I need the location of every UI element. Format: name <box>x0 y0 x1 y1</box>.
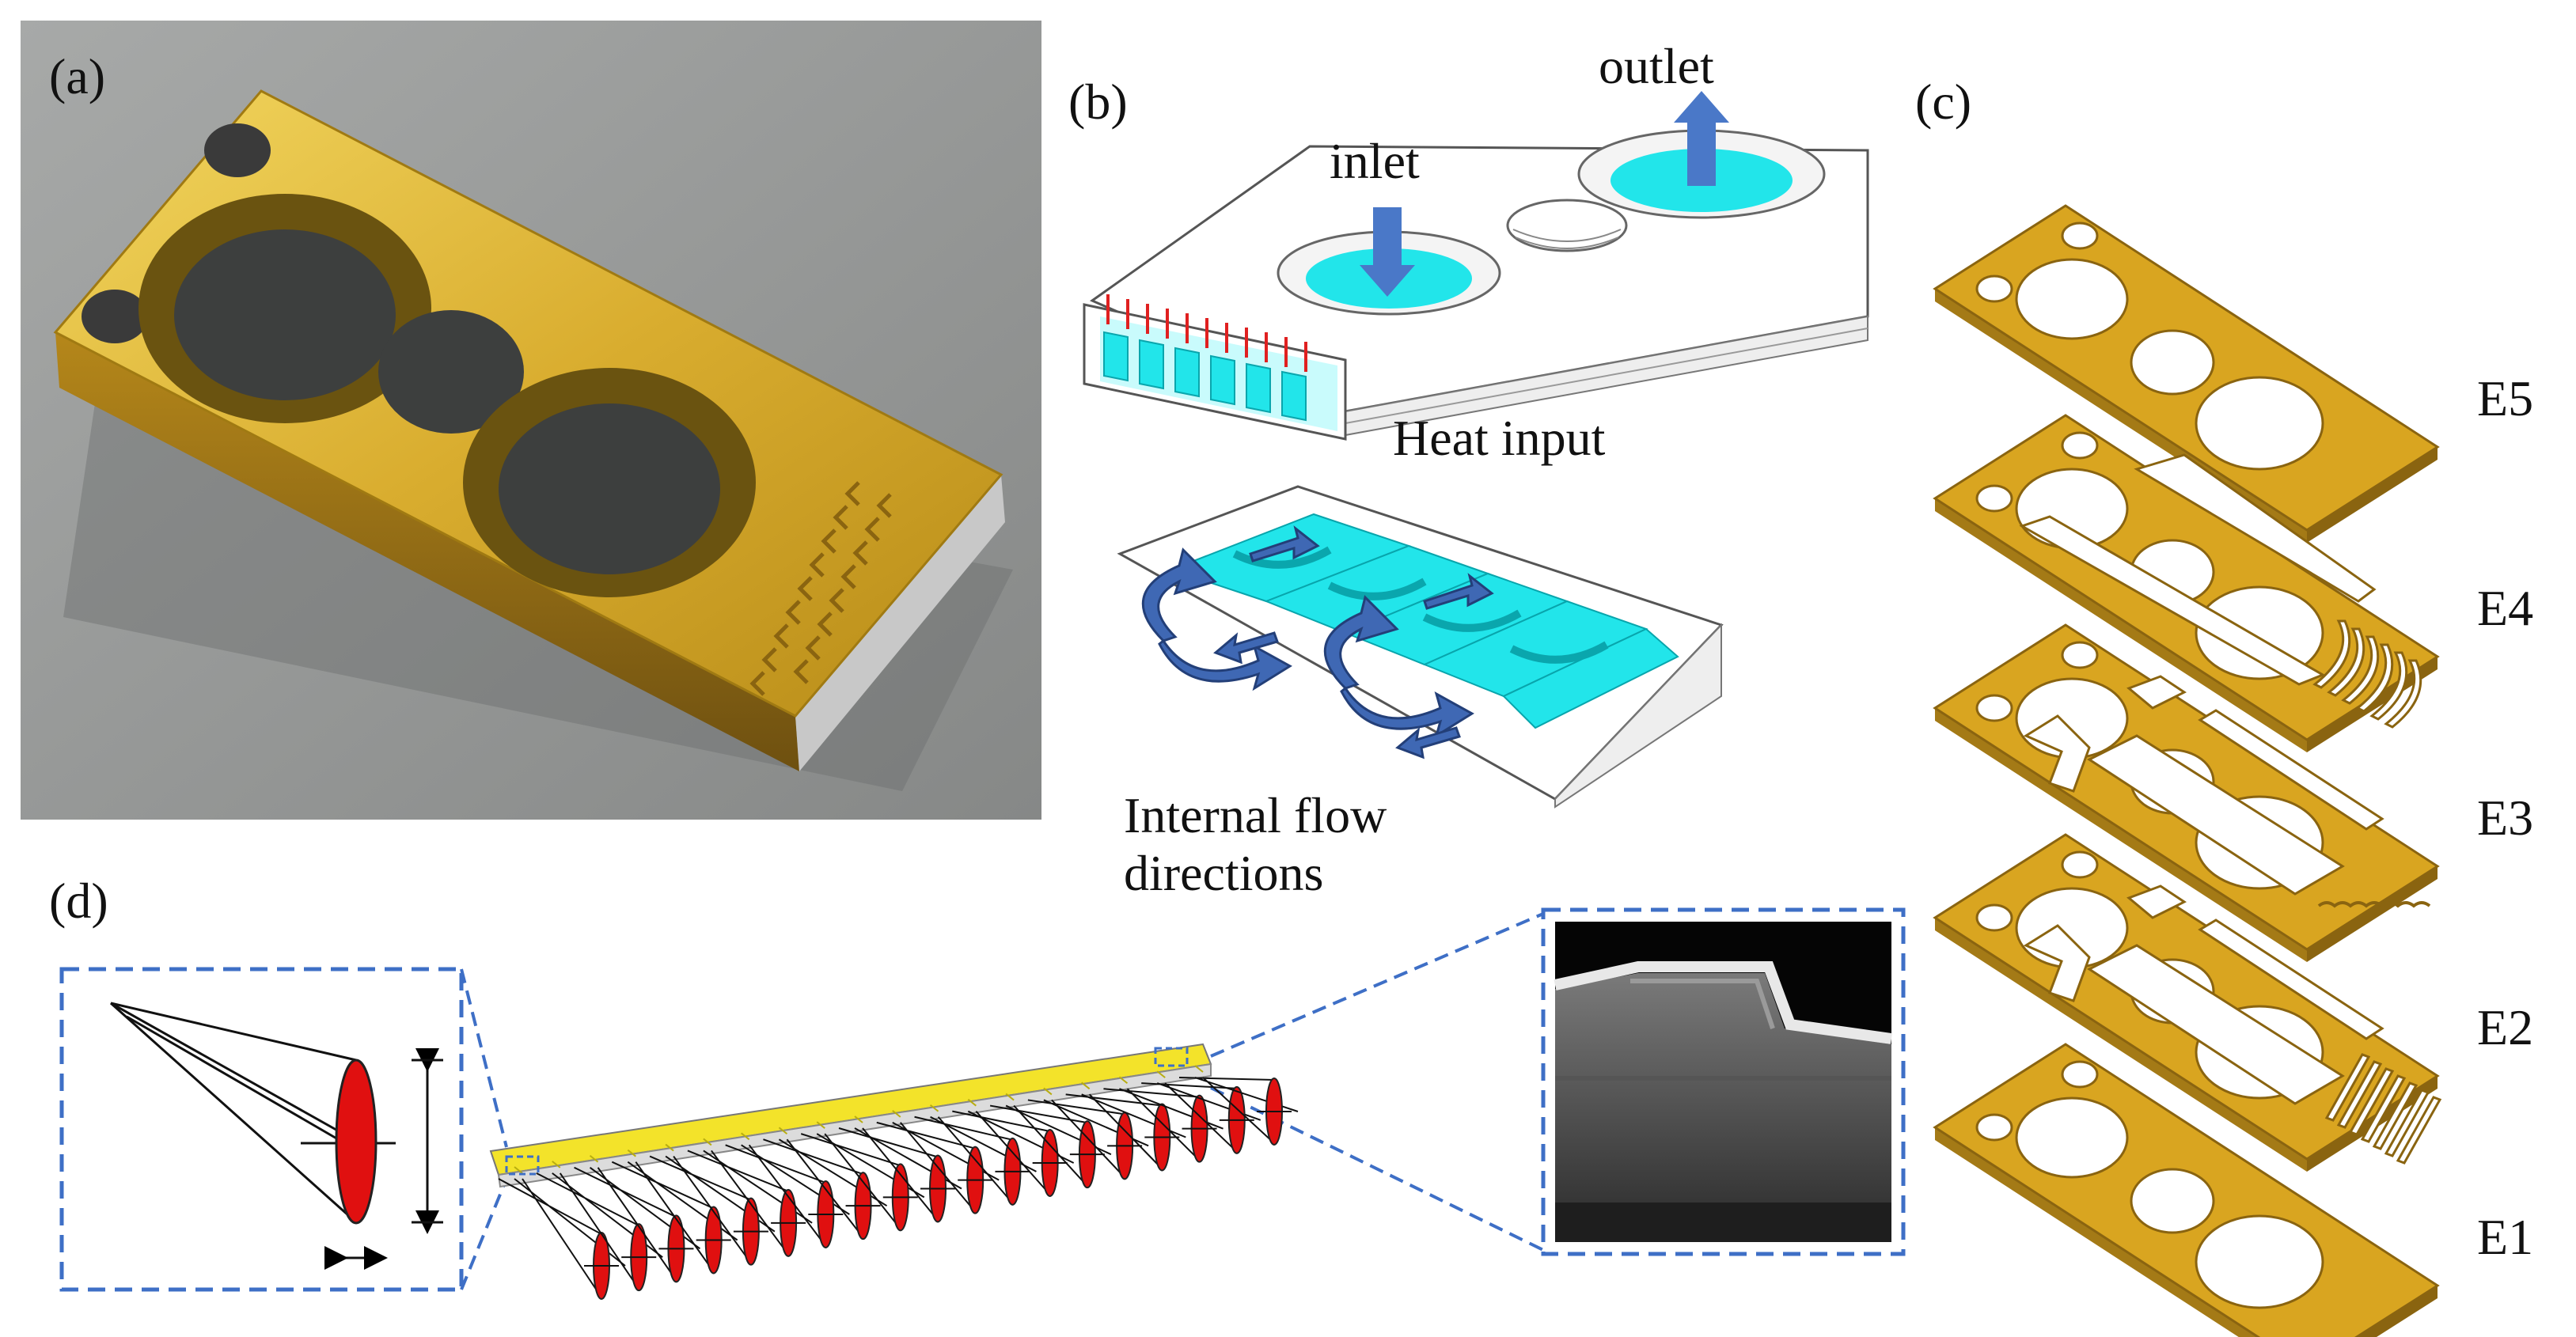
layer-label-e2: E2 <box>2477 999 2533 1055</box>
layer-e1 <box>1933 1043 2440 1337</box>
port-hole-2 <box>378 310 524 434</box>
emitter-lens-19 <box>1178 1077 1299 1146</box>
emitter-lens-2 <box>536 1172 663 1292</box>
panel-c-label: (c) <box>1915 74 1971 130</box>
emitter-lens-16 <box>1065 1093 1186 1172</box>
lens-zoom-box <box>59 967 464 1292</box>
panel-a-photo: (a) <box>21 21 1041 820</box>
outlet-arrow <box>1687 119 1716 186</box>
outlet-label: outlet <box>1599 38 1714 94</box>
layer-e4 <box>1933 414 2440 752</box>
emitter-bar <box>489 1043 1212 1188</box>
emitter-lens-5 <box>649 1155 776 1266</box>
emitter-lens-15 <box>1027 1099 1149 1180</box>
panel-d-label: (d) <box>49 873 108 929</box>
heat-arrows <box>1106 294 1307 372</box>
panel-b-schematic: (b) inlet outlet <box>1068 38 1869 901</box>
chevron-channels <box>749 481 892 696</box>
emitter-lens-4 <box>611 1161 738 1275</box>
panel-b-label: (b) <box>1068 74 1128 130</box>
layer-label-e5: E5 <box>2477 370 2533 426</box>
emitter-lens-9 <box>800 1133 925 1232</box>
port-hole-3 <box>499 403 720 574</box>
layer-e3 <box>1933 623 2440 962</box>
emitter-lens-14 <box>989 1104 1112 1189</box>
internal-flow-zoom <box>1117 485 1724 809</box>
flow-label-line1: Internal flow <box>1124 787 1387 843</box>
device-end-face <box>795 475 1005 771</box>
emitter-lens-3 <box>574 1166 701 1283</box>
emitter-lens-7 <box>725 1144 850 1248</box>
panel-d-emitter-array: (d) <box>49 873 1906 1300</box>
lens-ellipse-detail <box>335 1059 377 1225</box>
emitter-lens-8 <box>763 1138 888 1240</box>
flow-label-line2: directions <box>1124 845 1323 901</box>
layer-label-e3: E3 <box>2477 790 2533 846</box>
emitter-lens-18 <box>1141 1082 1261 1154</box>
layer-label-e4: E4 <box>2477 580 2533 636</box>
port-hole-1 <box>174 229 396 400</box>
inlet-label: inlet <box>1330 133 1420 189</box>
heat-input-label: Heat input <box>1393 410 1606 466</box>
emitter-lens-12 <box>914 1115 1037 1206</box>
mount-hole-1 <box>204 123 271 177</box>
heat-sink-inset <box>1083 294 1347 441</box>
device-side-face <box>55 332 799 771</box>
layer-e2 <box>1933 833 2442 1172</box>
panel-a-label: (a) <box>49 48 105 104</box>
layer-label-e1: E1 <box>2477 1209 2533 1265</box>
flow-arrows <box>1141 525 1494 759</box>
sem-image <box>1554 922 1892 1242</box>
emitter-lens-6 <box>687 1150 813 1257</box>
inlet-arrow <box>1373 207 1402 271</box>
emitter-lens-1 <box>498 1178 626 1300</box>
mount-hole-2 <box>82 290 148 343</box>
center-port <box>1506 199 1628 252</box>
emitter-lens-13 <box>952 1110 1075 1197</box>
